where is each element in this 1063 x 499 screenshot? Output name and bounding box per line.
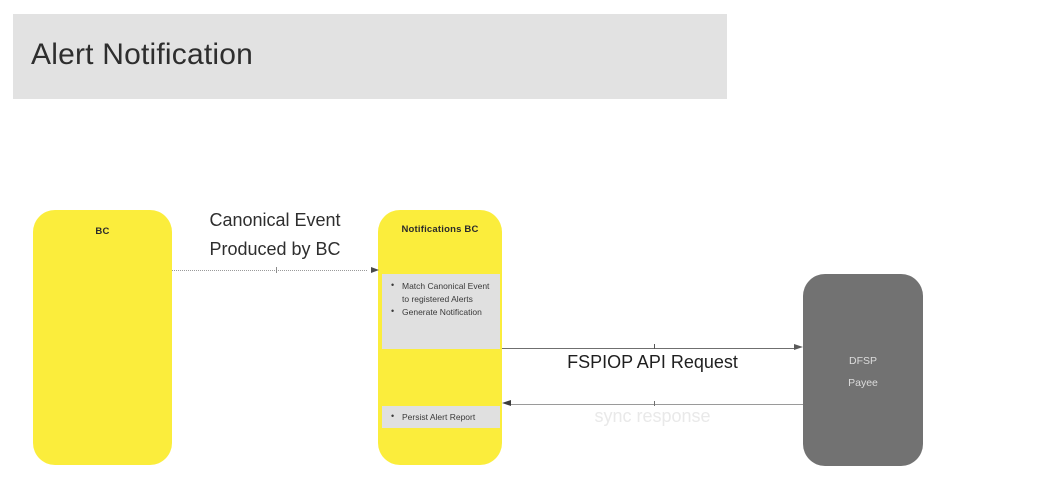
node-notifications-bc[interactable]: Notifications BC Match Canonical Event t… bbox=[378, 210, 502, 465]
connector-label-line2: Produced by BC bbox=[209, 239, 341, 259]
connector-label-canonical-event: Canonical Event Produced by BC bbox=[190, 206, 360, 264]
connector-midpoint-tick bbox=[276, 267, 277, 273]
task-list-match-and-generate: Match Canonical Event to registered Aler… bbox=[386, 279, 494, 319]
connector-midpoint-tick bbox=[654, 400, 655, 406]
connector-midpoint-tick bbox=[654, 344, 655, 349]
arrow-right-icon bbox=[794, 344, 803, 350]
connector-canonical-event bbox=[172, 264, 379, 278]
node-bc[interactable]: BC bbox=[33, 210, 172, 465]
node-notifications-bc-label: Notifications BC bbox=[401, 224, 479, 235]
task-box-match-and-generate: Match Canonical Event to registered Aler… bbox=[382, 274, 500, 349]
node-dfsp-label-line2: Payee bbox=[848, 377, 878, 389]
connector-label-fspiop-api-request: FSPIOP API Request bbox=[567, 352, 738, 372]
task-item: Match Canonical Event to registered Aler… bbox=[386, 279, 494, 306]
connector-line-solid bbox=[510, 404, 803, 406]
header-banner bbox=[13, 14, 727, 99]
connector-sync-response bbox=[502, 398, 803, 412]
arrow-right-icon bbox=[371, 266, 379, 273]
node-dfsp-label-line1: DFSP bbox=[848, 355, 877, 367]
task-list-persist: Persist Alert Report bbox=[386, 411, 494, 423]
task-item: Persist Alert Report bbox=[386, 411, 494, 423]
node-dfsp-payee[interactable]: DFSP Payee bbox=[803, 274, 923, 466]
node-bc-label: BC bbox=[95, 226, 110, 237]
connector-line-dotted bbox=[172, 270, 367, 271]
task-box-persist: Persist Alert Report bbox=[382, 406, 500, 428]
arrow-left-icon bbox=[502, 400, 511, 406]
page-title: Alert Notification bbox=[31, 38, 254, 71]
connector-line-solid bbox=[502, 348, 795, 350]
connector-fspiop-api-request bbox=[502, 342, 803, 356]
node-dfsp-payee-label: DFSP Payee bbox=[803, 350, 923, 394]
task-item: Generate Notification bbox=[386, 305, 494, 319]
connector-label-sync-response: sync response bbox=[594, 406, 711, 426]
connector-label-line1: Canonical Event bbox=[209, 210, 341, 230]
